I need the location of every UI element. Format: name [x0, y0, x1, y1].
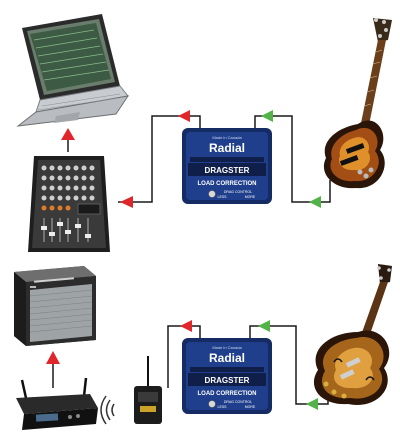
di-less-label: LESS — [218, 195, 228, 199]
di-function-label: LOAD CORRECTION — [198, 391, 257, 397]
di-less-label: LESS — [218, 405, 228, 409]
di-function-label: LOAD CORRECTION — [198, 181, 257, 187]
drag-control-knob — [208, 400, 216, 408]
signal-arrow-mixer-to-laptop — [61, 128, 75, 152]
bass-guitar-icon — [323, 18, 392, 189]
cable-di-to-mixer — [118, 110, 201, 208]
di-knob-label: DRAG CONTROL — [224, 190, 252, 194]
di-box-bottom: Radial Made in Canada DRAGSTER LOAD CORR… — [182, 338, 272, 414]
hollowbody-guitar-icon — [313, 264, 392, 405]
di-brand-label: Radial — [209, 141, 245, 155]
drag-control-knob — [208, 190, 216, 198]
cable-di-to-bodypack — [167, 320, 201, 388]
di-knob-label: DRAG CONTROL — [224, 400, 252, 404]
mixer-icon — [28, 156, 110, 252]
cable-bass-to-di — [254, 110, 331, 208]
laptop-icon — [16, 14, 130, 127]
di-more-label: MORE — [245, 405, 256, 409]
amplifier-icon — [14, 266, 96, 346]
di-brand-label: Radial — [209, 351, 245, 365]
di-model-label: DRAGSTER — [205, 376, 250, 385]
bodypack-transmitter-icon — [134, 356, 162, 424]
wireless-receiver-icon — [16, 377, 98, 430]
wireless-signal-icon — [100, 395, 115, 425]
di-box-top: Radial Made in Canada DRAGSTER LOAD CORR… — [182, 128, 272, 204]
di-more-label: MORE — [245, 195, 256, 199]
di-origin-label: Made in Canada — [212, 135, 242, 140]
cable-guitar-to-di — [249, 320, 329, 410]
signal-arrow-receiver-to-amp — [46, 351, 60, 388]
di-origin-label: Made in Canada — [212, 345, 242, 350]
di-model-label: DRAGSTER — [205, 166, 250, 175]
